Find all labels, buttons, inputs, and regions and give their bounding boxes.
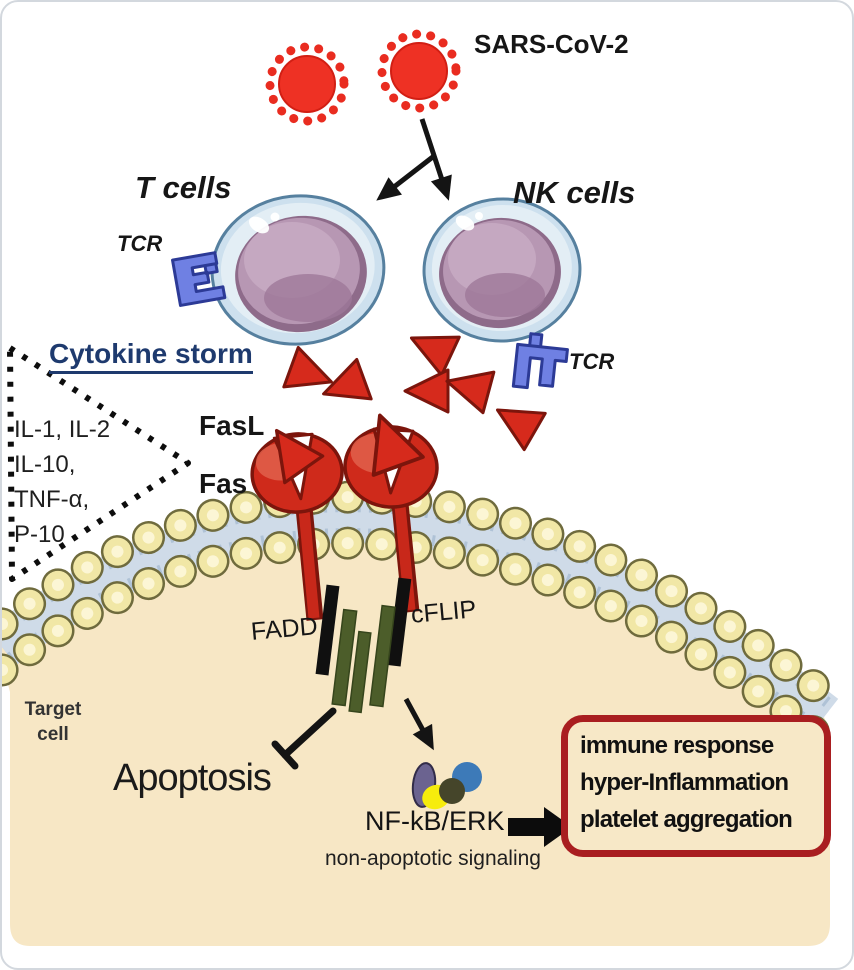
cytokine-triangle-icon	[445, 370, 496, 415]
sars-cov-2-label: SARS-CoV-2	[474, 29, 629, 59]
cytokine-list: IL-1, IL-2 IL-10, TNF-α, P-10	[14, 412, 110, 552]
inhibition-line	[271, 707, 337, 770]
tcr-label-right: TCR	[569, 349, 615, 374]
outcome-line: platelet aggregation	[580, 806, 793, 833]
fasl-triangle-icon	[274, 428, 325, 485]
cytokine-storm-dotted-triangle	[7, 345, 191, 582]
signaling-arrow	[403, 697, 434, 751]
fasl-label: FasL	[199, 410, 265, 441]
cytokine-triangle-icon	[403, 368, 450, 414]
cytokine-triangle-icon	[282, 345, 333, 389]
cytokine-storm-title: Cytokine storm	[49, 338, 253, 374]
cytokine-triangle-icon	[409, 335, 461, 377]
fasl-triangle-icon	[371, 413, 425, 477]
nfkb-erk-label: NF-kB/ERK	[365, 806, 505, 836]
non-apoptotic-signaling-label: non-apoptotic signaling	[325, 847, 541, 870]
nk-cells-label: NK cells	[513, 175, 636, 210]
virus-icon	[265, 42, 349, 126]
virus-to-tcell-arrow	[376, 154, 436, 201]
cytokine-triangles	[274, 335, 547, 485]
apoptosis-label: Apoptosis	[113, 757, 272, 799]
cytokine-list-line: P-10	[14, 521, 65, 548]
tcr-receptor-icon	[511, 332, 569, 390]
outcome-line: immune response	[580, 732, 774, 759]
cflip-label: cFLIP	[409, 595, 478, 629]
outcome-box: immune response hyper-Inflammation plate…	[561, 715, 831, 857]
virus-icon	[377, 29, 461, 113]
outcome-arrow-icon	[508, 807, 572, 847]
nk-cell-icon	[422, 197, 582, 343]
outcome-line: hyper-Inflammation	[580, 769, 789, 796]
fadd-bar	[315, 577, 412, 676]
cytokine-list-line: IL-10,	[14, 451, 76, 478]
cytokine-list-line: TNF-α,	[14, 486, 90, 513]
cflip-bar	[331, 604, 396, 714]
target-cell-label: Target cell	[24, 699, 82, 745]
cytokine-list-line: IL-1, IL-2	[14, 416, 111, 443]
fas-label: Fas	[199, 468, 248, 499]
t-cell-icon	[210, 194, 386, 346]
t-cells-label: T cells	[135, 170, 232, 205]
tcr-receptor-icon	[171, 251, 227, 307]
tcr-label-left: TCR	[117, 231, 163, 256]
cytokine-triangle-icon	[322, 357, 373, 401]
fadd-label: FADD	[249, 612, 319, 646]
nfkb-erk-complex-icon	[411, 762, 482, 810]
cytokine-triangle-icon	[495, 408, 547, 452]
